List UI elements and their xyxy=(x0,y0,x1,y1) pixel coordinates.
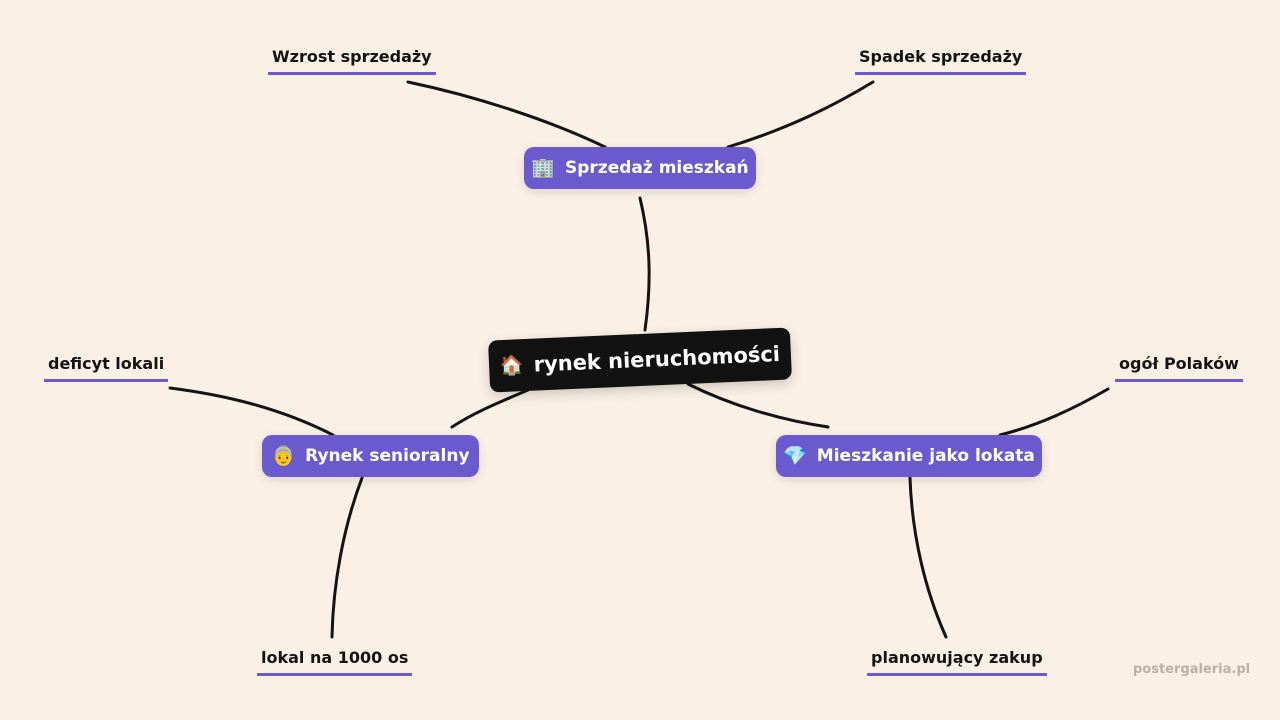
edge-invest-planning xyxy=(908,476,948,639)
branch-node-label: Mieszkanie jako lokata xyxy=(816,446,1035,466)
edge-sales-down xyxy=(726,80,875,149)
old-woman-icon: 👵 xyxy=(271,444,296,467)
edge-senior-deficit xyxy=(168,386,335,437)
center-node-label: rynek nieruchomości xyxy=(533,341,781,377)
edge-center-sales xyxy=(638,196,651,332)
branch-node-sales[interactable]: 🏢 Sprzedaż mieszkań xyxy=(524,147,756,189)
edge-senior-per1000 xyxy=(330,476,364,639)
house-icon: 🏠 xyxy=(499,353,525,377)
branch-node-senior[interactable]: 👵 Rynek senioralny xyxy=(262,435,479,477)
edge-invest-allpoles xyxy=(998,387,1110,437)
watermark: postergaleria.pl xyxy=(1133,662,1251,677)
leaf-node-per1000[interactable]: lokal na 1000 os xyxy=(257,647,413,676)
leaf-node-sales-down[interactable]: Spadek sprzedaży xyxy=(855,46,1027,75)
edge-center-invest xyxy=(686,382,830,429)
edge-center-senior xyxy=(450,388,530,429)
leaf-node-planning[interactable]: planowujący zakup xyxy=(867,647,1047,676)
branch-node-label: Rynek senioralny xyxy=(305,446,470,466)
leaf-node-deficit[interactable]: deficyt lokali xyxy=(44,353,169,382)
edge-sales-up xyxy=(406,80,607,149)
leaf-node-sales-up[interactable]: Wzrost sprzedaży xyxy=(268,46,436,75)
leaf-node-all-poles[interactable]: ogół Polaków xyxy=(1115,353,1243,382)
gem-icon: 💎 xyxy=(783,444,807,467)
branch-node-invest[interactable]: 💎 Mieszkanie jako lokata xyxy=(776,435,1042,477)
office-building-icon: 🏢 xyxy=(531,156,556,179)
branch-node-label: Sprzedaż mieszkań xyxy=(565,158,749,178)
